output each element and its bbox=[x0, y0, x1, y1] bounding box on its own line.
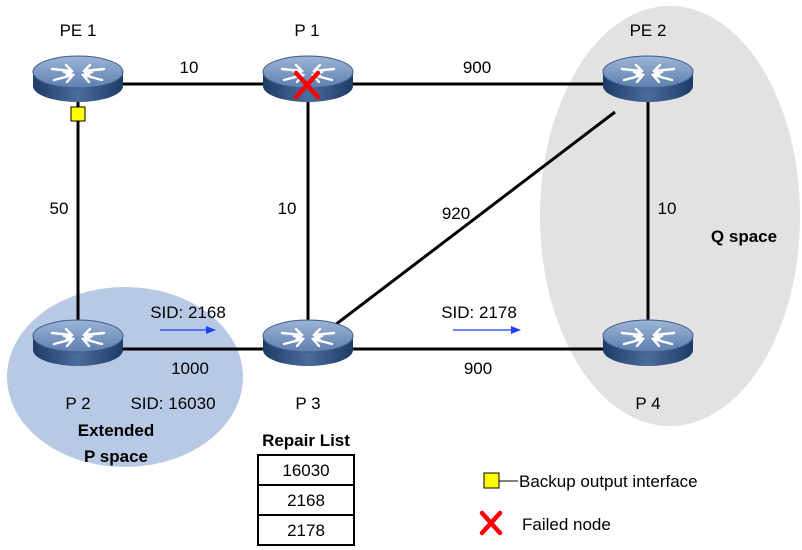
router-p4-icon bbox=[601, 318, 695, 368]
router-pe1-icon bbox=[31, 54, 125, 104]
legend-failed-node-icon bbox=[479, 510, 503, 536]
router-p2-icon bbox=[31, 318, 125, 368]
node-label-p2: P 2 bbox=[65, 394, 90, 413]
extended-p-space-label-line1: Extended bbox=[78, 421, 155, 440]
q-space-label: Q space bbox=[711, 227, 777, 246]
router-pe2-icon bbox=[601, 54, 695, 104]
backup-interface-marker-icon bbox=[70, 106, 86, 122]
repair-list-entry: 2168 bbox=[287, 491, 325, 510]
node-label-p4: P 4 bbox=[635, 394, 660, 413]
sid-p2-node-label: SID: 16030 bbox=[130, 394, 215, 413]
router-p3-icon bbox=[261, 318, 355, 368]
repair-list-title: Repair List bbox=[262, 431, 350, 450]
legend-backup-interface-icon bbox=[483, 472, 500, 489]
sid-p3-p4-label: SID: 2178 bbox=[441, 303, 517, 322]
cost-pe1-p1: 10 bbox=[180, 58, 199, 77]
cost-p2-p3: 1000 bbox=[171, 359, 209, 378]
sid-p2-p3-label: SID: 2168 bbox=[150, 303, 226, 322]
extended-p-space-label-line2: P space bbox=[84, 447, 148, 466]
node-label-p3: P 3 bbox=[295, 394, 320, 413]
legend-backup-interface-label: Backup output interface bbox=[519, 472, 698, 491]
node-label-pe1: PE 1 bbox=[60, 21, 97, 40]
cost-pe1-p2: 50 bbox=[50, 199, 69, 218]
cost-p1-pe2: 900 bbox=[463, 58, 491, 77]
link-p3-pe2 bbox=[334, 110, 616, 327]
cost-pe2-p4: 10 bbox=[658, 199, 677, 218]
node-label-pe2: PE 2 bbox=[630, 21, 667, 40]
legend-failed-node-label: Failed node bbox=[522, 515, 611, 534]
repair-list-entry: 2178 bbox=[287, 521, 325, 540]
q-space-region bbox=[540, 6, 800, 426]
node-label-p1: P 1 bbox=[294, 21, 319, 40]
cost-p3-p4: 900 bbox=[464, 359, 492, 378]
cost-p3-pe2: 920 bbox=[442, 204, 470, 223]
sid-p2-p3-arrow-icon bbox=[160, 326, 216, 334]
cost-p1-p3: 10 bbox=[278, 199, 297, 218]
sid-p3-p4-arrow-icon bbox=[453, 326, 521, 334]
repair-list-entry: 16030 bbox=[282, 461, 329, 480]
failed-node-marker-icon bbox=[293, 70, 321, 100]
repair-list-table bbox=[257, 454, 355, 546]
router-p1-icon bbox=[261, 54, 355, 104]
